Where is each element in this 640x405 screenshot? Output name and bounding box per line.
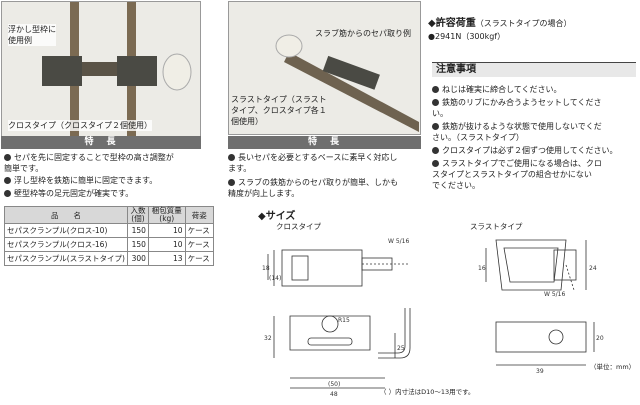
thrust-type-label: スラストタイプ: [470, 222, 523, 231]
load-subtitle: （スラストタイプの場合）: [475, 19, 572, 28]
load-title: ◆許容荷重: [428, 18, 476, 29]
dim-w516-cross: W 5/16: [388, 238, 409, 245]
left-feature-item: セパを先に固定することで型枠の高さ調整が 簡単です。: [4, 153, 174, 173]
photo-cross-type: 浮かし型枠に 使用例 クロスタイプ（クロスタイプ２個使用）: [1, 1, 201, 149]
size-footnote: （ ）内寸法はD10〜13用です。: [380, 388, 475, 396]
bullet-icon: [432, 147, 439, 154]
photo1-label-bottom: クロスタイプ（クロスタイプ２個使用）: [8, 120, 152, 131]
bullet-icon: [432, 123, 439, 130]
dim-24: 24: [589, 265, 597, 272]
thrust-clamp-illustration: [229, 2, 420, 134]
load-section: ◆許容荷重（スラストタイプの場合） ●2941N（300kgf）: [428, 14, 572, 42]
dim-48: 48: [330, 391, 338, 398]
bullet-icon: [4, 177, 11, 184]
left-feature-item: 浮し型枠を鉄筋に簡単に固定できます。: [4, 175, 157, 186]
dim-14: (14): [269, 275, 281, 282]
dim-50: (50): [328, 381, 340, 388]
col-header-count: 入数 (個): [126, 206, 149, 224]
left-feature-item: 壁型枠等の足元固定が確実です。: [4, 188, 133, 199]
dim-18: 18: [262, 265, 270, 272]
photo2-label-mid: スラストタイプ（スラスト タイプ、クロスタイプ各１ 個使用）: [231, 95, 327, 126]
bullet-icon: [432, 160, 439, 167]
note-item: クロスタイプは必ず２個ずつ使用してください。: [432, 145, 618, 156]
col-header-weight: 梱包質量 (kg): [147, 206, 186, 224]
bullet-icon: [4, 190, 11, 197]
col-header-name: 品 名: [4, 206, 128, 224]
photo2-label-top: スラブ筋からのセパ取り例: [315, 29, 411, 38]
dim-r15: R15: [338, 317, 350, 324]
mid-features-heading: 特 長: [228, 136, 421, 149]
dim-25: 25: [397, 345, 405, 352]
photo-thrust-type: スラブ筋からのセパ取り例 スラストタイプ（スラスト タイプ、クロスタイプ各１ 個…: [228, 1, 421, 135]
size-title: ◆サイズ: [258, 211, 296, 222]
size-unit: （単位：mm）: [590, 363, 636, 371]
dim-20: 20: [596, 335, 604, 342]
table-row: セパスクランプル(スラストタイプ) 300 13 ケース: [4, 251, 215, 266]
dim-w516-thrust: W 5/16: [544, 291, 565, 298]
note-item: 鉄筋が抜けるような状態で使用しないでくだ さい。（スラストタイプ）: [432, 122, 602, 142]
dim-32: 32: [264, 335, 272, 342]
cross-type-label: クロスタイプ: [276, 222, 321, 231]
bullet-icon: [432, 86, 439, 93]
left-features-heading: 特 長: [1, 136, 201, 149]
table-header-row: 品 名 入数 (個) 梱包質量 (kg) 荷姿: [4, 206, 215, 224]
bullet-icon: [432, 99, 439, 106]
photo1-label-top: 浮かし型枠に 使用例: [8, 24, 56, 46]
dim-16: 16: [478, 265, 486, 272]
bullet-icon: [4, 154, 11, 161]
cross-type-drawing: W 5/16 18 (14) 32 R15 25 (50) 48: [262, 238, 411, 398]
thrust-type-drawing: W 5/16 16 24 20 39: [478, 239, 604, 375]
mid-feature-item: 長いセパを必要とするベースに素早く対応し ます。: [228, 153, 398, 173]
note-item: ねじは確実に締合してください。: [432, 84, 562, 95]
dim-39: 39: [536, 368, 544, 375]
table-row: セパスクランプル(クロス-10) 150 10 ケース: [4, 223, 215, 238]
note-item: スラストタイプでご使用になる場合は、クロ スタイプとスラストタイプの組合せかにな…: [432, 159, 602, 190]
notes-heading: 注意事項: [432, 62, 636, 77]
load-value: ●2941N（300kgf）: [428, 32, 506, 41]
mid-feature-item: スラブの鉄筋からのセパ取りが簡単、しかも 精度が向上します。: [228, 178, 398, 198]
bullet-icon: [228, 154, 235, 161]
note-item: 鉄筋のリブにかみ合うようセットしてくださ い。: [432, 98, 602, 118]
spec-table: 品 名 入数 (個) 梱包質量 (kg) 荷姿 セパスクランプル(クロス-10)…: [4, 206, 215, 266]
bullet-icon: [228, 179, 235, 186]
table-row: セパスクランプル(クロス-16) 150 10 ケース: [4, 237, 215, 252]
col-header-pack: 荷姿: [184, 206, 215, 224]
